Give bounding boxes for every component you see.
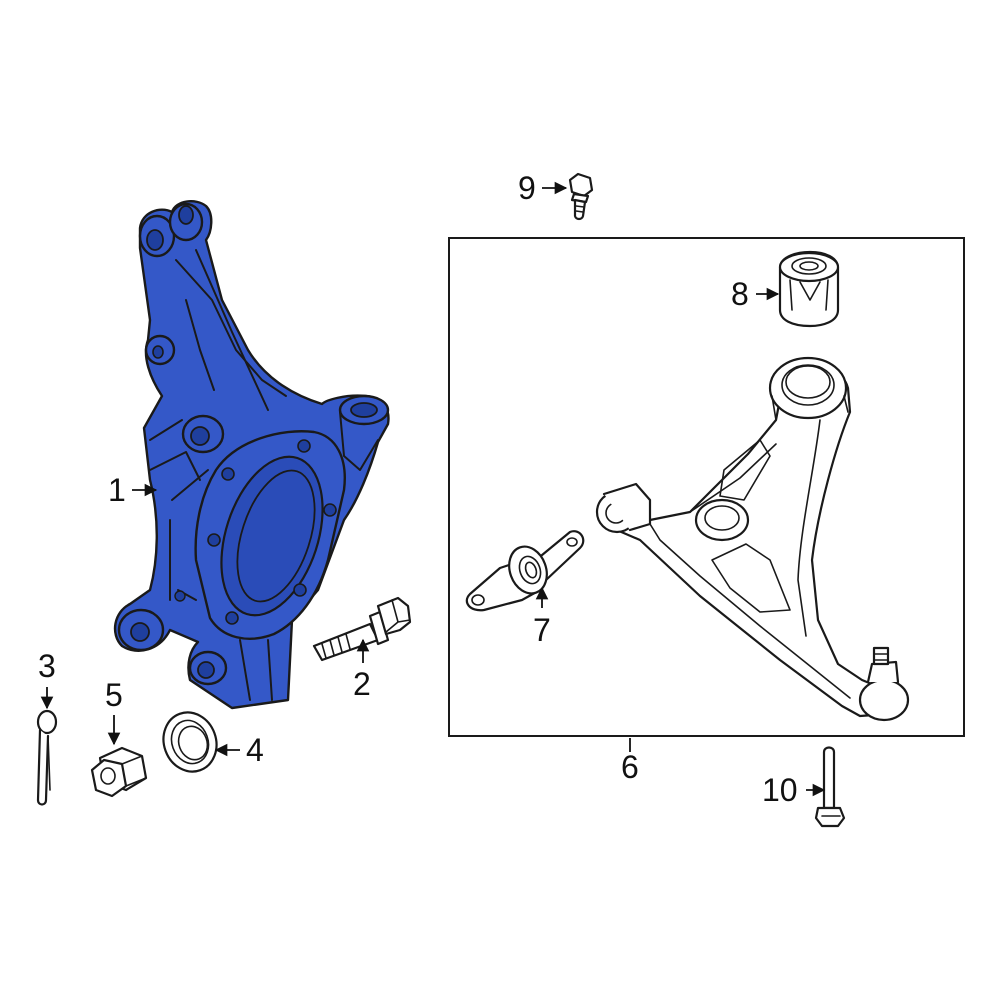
callout-5: 5 bbox=[105, 677, 123, 713]
bolt-part-10[interactable] bbox=[814, 746, 846, 828]
bushing-part-8[interactable] bbox=[778, 250, 840, 328]
lower-control-arm-assembly-frame bbox=[448, 237, 965, 737]
callout-6: 6 bbox=[621, 749, 639, 785]
callout-3: 3 bbox=[38, 648, 56, 684]
nut-part-5[interactable] bbox=[90, 746, 148, 798]
callout-7: 7 bbox=[533, 612, 551, 648]
steering-knuckle-part[interactable] bbox=[113, 200, 390, 710]
callout-8: 8 bbox=[731, 276, 749, 312]
cotter-pin-part-3[interactable] bbox=[36, 709, 58, 806]
bolt-part-2[interactable] bbox=[312, 596, 412, 662]
callout-4: 4 bbox=[246, 732, 264, 768]
bushing-bracket-part-7[interactable] bbox=[465, 530, 585, 612]
callout-1: 1 bbox=[108, 472, 126, 508]
bolt-part-9[interactable] bbox=[568, 172, 594, 221]
seal-ring-part-4[interactable] bbox=[155, 705, 224, 779]
callout-leaders bbox=[40, 181, 826, 797]
callout-9: 9 bbox=[518, 170, 536, 206]
lower-control-arm-part-6[interactable] bbox=[595, 356, 910, 722]
callout-10: 10 bbox=[762, 772, 798, 808]
callout-2: 2 bbox=[353, 666, 371, 702]
